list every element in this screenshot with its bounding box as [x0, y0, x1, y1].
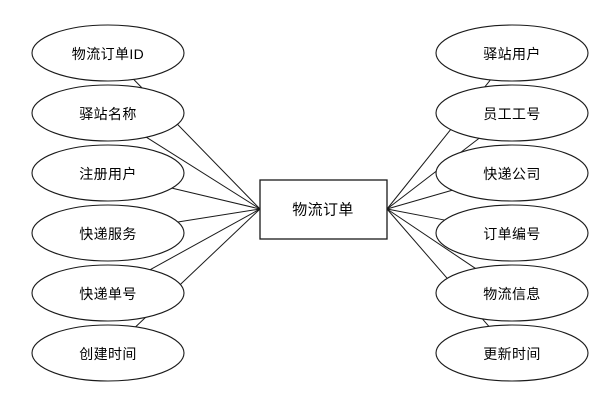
attribute-ellipse-left-1: [31, 84, 185, 142]
attribute-node-left-2[interactable]: 注册用户: [31, 144, 185, 202]
connector-line-right-3: [386, 208, 445, 221]
attribute-label-left-1: 驿站名称: [79, 106, 137, 122]
connector-line-left-2: [171, 187, 261, 210]
attribute-label-right-5: 更新时间: [483, 346, 541, 362]
attribute-node-left-5[interactable]: 创建时间: [31, 324, 185, 382]
entity-node[interactable]: 物流订单: [259, 179, 388, 240]
attribute-node-right-2[interactable]: 快递公司: [435, 144, 589, 202]
attribute-ellipse-right-4: [435, 264, 589, 322]
attribute-label-left-4: 快递单号: [79, 286, 137, 302]
attribute-ellipse-left-2: [31, 144, 185, 202]
attribute-node-right-4[interactable]: 物流信息: [435, 264, 589, 322]
attribute-ellipse-right-0: [435, 24, 589, 82]
attribute-node-left-0[interactable]: 物流订单ID: [31, 24, 185, 82]
attribute-label-right-3: 订单编号: [483, 226, 541, 242]
attribute-node-left-1[interactable]: 驿站名称: [31, 84, 185, 142]
attribute-ellipse-left-5: [31, 324, 185, 382]
attribute-label-right-2: 快递公司: [483, 166, 541, 182]
connector-line-left-1: [146, 136, 261, 210]
attribute-node-right-5[interactable]: 更新时间: [435, 324, 589, 382]
connector-line-left-3: [177, 208, 261, 223]
entity-label: 物流订单: [292, 202, 354, 219]
attribute-ellipse-right-2: [435, 144, 589, 202]
attribute-label-left-0: 物流订单ID: [72, 46, 144, 62]
attribute-label-left-2: 注册用户: [79, 166, 137, 182]
attribute-label-left-5: 创建时间: [79, 346, 137, 362]
attribute-ellipse-left-0: [31, 24, 185, 82]
attribute-label-right-0: 驿站用户: [483, 46, 541, 62]
attribute-node-left-4[interactable]: 快递单号: [31, 264, 185, 322]
attribute-node-right-3[interactable]: 订单编号: [435, 204, 589, 262]
connector-line-right-1: [386, 137, 480, 210]
attribute-ellipse-left-3: [31, 204, 185, 262]
connector-line-right-4: [386, 208, 476, 269]
attribute-label-right-1: 员工工号: [483, 106, 541, 122]
attribute-ellipse-left-4: [31, 264, 185, 322]
attribute-node-left-3[interactable]: 快递服务: [31, 204, 185, 262]
attribute-label-left-3: 快递服务: [79, 226, 137, 242]
entity-rectangle: [259, 179, 388, 240]
attribute-node-right-0[interactable]: 驿站用户: [435, 24, 589, 82]
connector-line-left-4: [149, 208, 261, 271]
attribute-node-right-1[interactable]: 员工工号: [435, 84, 589, 142]
connector-line-right-2: [386, 189, 453, 210]
attribute-label-right-4: 物流信息: [483, 286, 541, 302]
attribute-ellipse-right-1: [435, 84, 589, 142]
attribute-ellipse-right-5: [435, 324, 589, 382]
attribute-ellipse-right-3: [435, 204, 589, 262]
